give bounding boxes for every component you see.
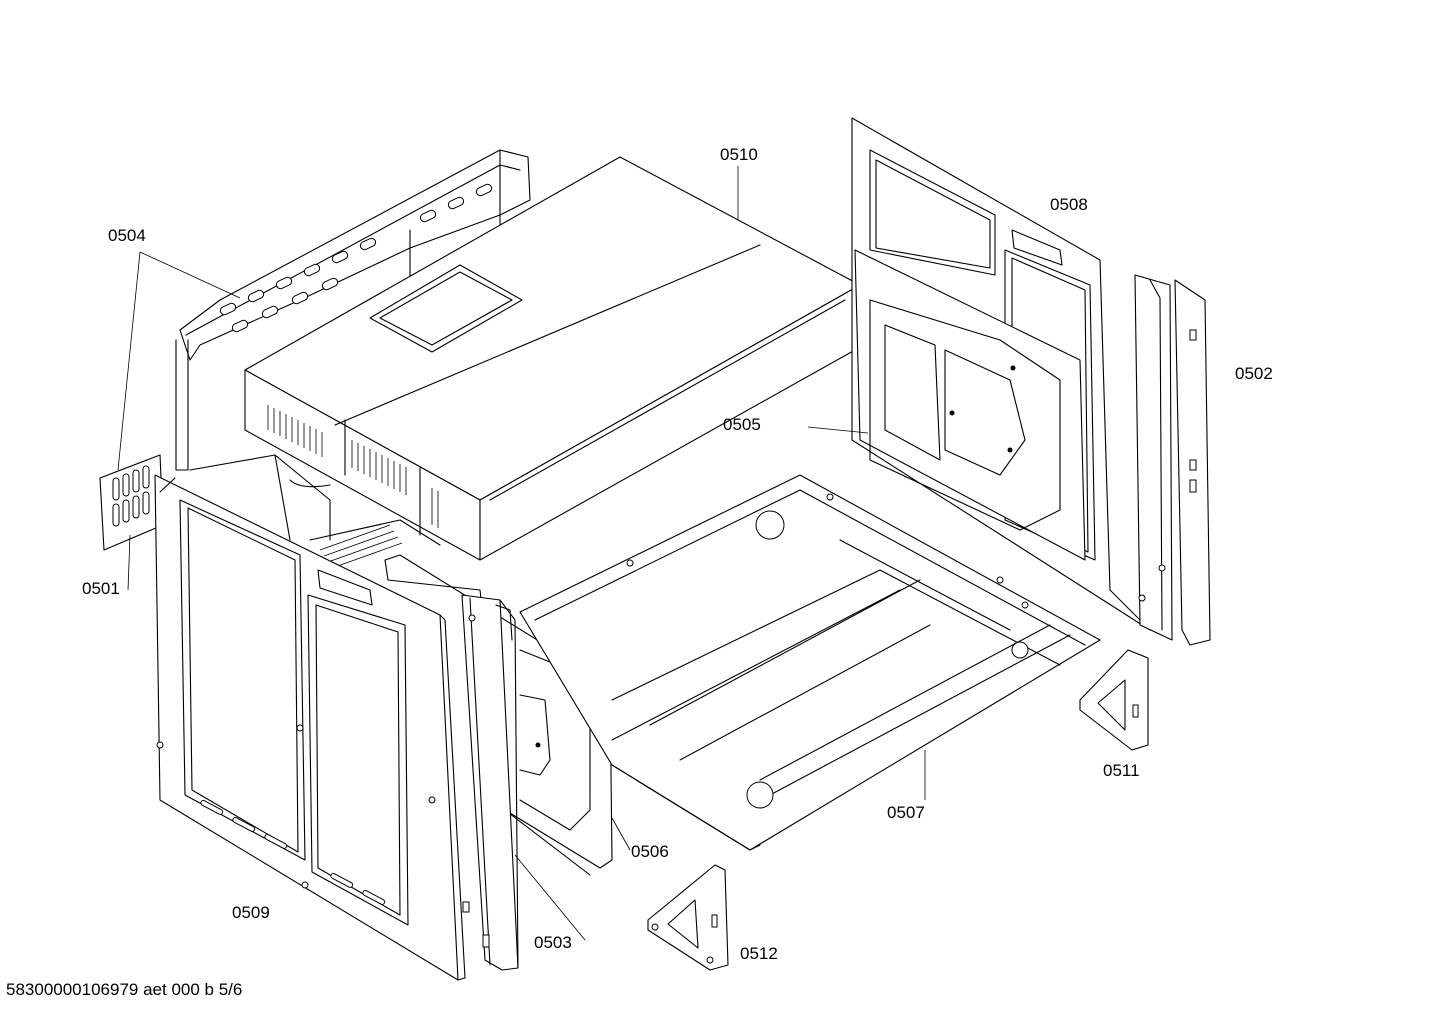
- part-0501-rear-bracket: [99, 454, 164, 551]
- label-0506: 0506: [631, 842, 669, 861]
- part-0511-bracket: [1079, 649, 1149, 751]
- part-0504-rear-panel: [175, 149, 531, 471]
- part-0505-inner-wall: [854, 249, 1086, 561]
- part-0507-bottom-floor: [519, 474, 1101, 851]
- label-0501: 0501: [82, 579, 120, 598]
- label-0503: 0503: [534, 933, 572, 952]
- part-0512-bracket: [647, 864, 729, 971]
- part-0509-left-side-panel: [154, 474, 466, 981]
- cavity-inner: [189, 454, 441, 569]
- label-0509: 0509: [232, 903, 270, 922]
- label-0512: 0512: [740, 944, 778, 963]
- label-0507: 0507: [887, 803, 925, 822]
- leader-lines: [117, 166, 926, 941]
- label-0511: 0511: [1103, 761, 1140, 780]
- label-0508: 0508: [1050, 195, 1088, 214]
- part-0502-rear-rail: [1134, 274, 1211, 646]
- label-0510: 0510: [720, 145, 758, 164]
- document-footer-code: 58300000106979 aet 000 b 5/6: [6, 980, 243, 999]
- label-0504: 0504: [108, 226, 146, 245]
- label-0502: 0502: [1235, 364, 1273, 383]
- part-0503-front-rail: [461, 594, 519, 971]
- label-0505: 0505: [723, 415, 761, 434]
